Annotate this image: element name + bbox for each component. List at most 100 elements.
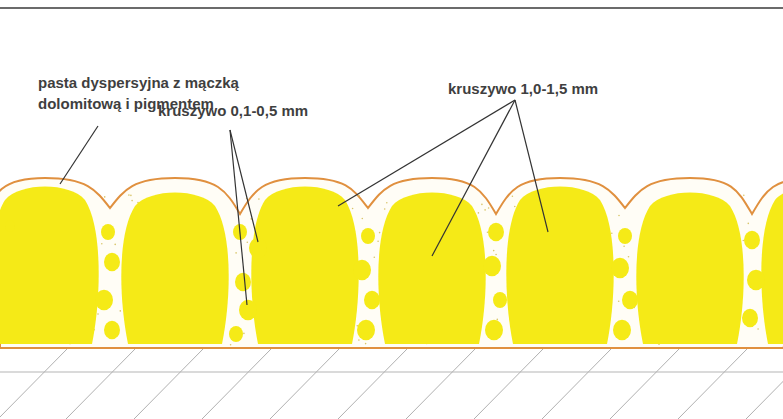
fine-aggregate-grain [488, 223, 504, 241]
filler-dot [512, 195, 514, 197]
filler-dot [497, 319, 499, 321]
coarse-aggregate-grain [121, 193, 228, 345]
fine-aggregate-grain [235, 273, 251, 291]
fine-aggregate-grain [104, 321, 120, 339]
fine-aggregate-grain [742, 309, 758, 327]
hatch-line [0, 348, 68, 419]
filler-dot [481, 204, 483, 206]
hatch-line [610, 348, 680, 419]
leader-line [338, 100, 515, 206]
filler-dot [358, 339, 360, 341]
filler-dot [114, 244, 116, 246]
hatch-line [406, 348, 476, 419]
leader-lines [60, 100, 548, 305]
leader-line [432, 100, 515, 256]
fine-aggregate-grain [357, 320, 375, 341]
hatch-line [66, 348, 136, 419]
filler-dot [379, 232, 381, 234]
filler-dot [618, 215, 620, 217]
fine-aggregate-grain [747, 270, 765, 291]
filler-dot [358, 195, 360, 197]
coarse-aggregate-grain [0, 187, 99, 345]
dispersion-paste-layer [0, 178, 783, 348]
filler-dot [618, 300, 620, 302]
fine-aggregate-grain [611, 258, 629, 279]
filler-dot [748, 223, 750, 225]
coarse-aggregate-grain [506, 187, 613, 345]
filler-dot [365, 343, 367, 345]
filler-dot [247, 241, 249, 243]
filler-dot [488, 207, 490, 209]
filler-dot [478, 212, 480, 214]
top-rule [0, 7, 783, 9]
filler-dot [101, 243, 103, 245]
filler-dot [514, 206, 516, 208]
hatch-line [202, 348, 272, 419]
filler-dot [484, 209, 486, 211]
filler-dot [628, 256, 630, 258]
filler-dot [493, 250, 495, 252]
hatch-line [746, 348, 783, 419]
substrate-base [0, 348, 783, 419]
filler-dot [230, 344, 232, 346]
hatch-line [270, 348, 340, 419]
filler-dot [495, 254, 497, 256]
leader-line [230, 130, 258, 242]
leader-line [515, 100, 548, 232]
fine-aggregate-grain [613, 320, 631, 341]
fine-aggregate-grain [493, 292, 507, 308]
leader-line [230, 130, 247, 305]
callout-label: kruszywo 1,0-1,5 mm [448, 78, 648, 99]
coarse-aggregate-grain [636, 193, 743, 345]
filler-dot [130, 195, 132, 197]
filler-dot [623, 245, 625, 247]
coarse-aggregate-grain [251, 187, 358, 345]
filler-dot [128, 194, 130, 196]
filler-dot [743, 240, 745, 242]
filler-dot [374, 256, 376, 258]
fine-aggregate-grain [5, 220, 15, 232]
fine-aggregate-grain [622, 291, 638, 309]
filler-dot [352, 208, 354, 210]
filler-dot [235, 252, 237, 254]
fine-aggregate-grain [104, 253, 120, 271]
filler-dot [362, 218, 364, 220]
substrate-hatching [0, 348, 783, 419]
hatch-line [338, 348, 408, 419]
coarse-aggregate-grain [761, 187, 783, 345]
fine-aggregate-grain [95, 290, 113, 311]
fine-aggregate-grain [618, 228, 632, 244]
filler-dot [611, 233, 613, 235]
hatch-line [542, 348, 612, 419]
fine-aggregate-grain [483, 256, 501, 277]
fine-aggregate-grain [744, 231, 760, 249]
fine-aggregate-grain [361, 228, 375, 244]
aggregate-grains [0, 187, 783, 345]
filler-dot [131, 200, 133, 202]
hatch-line [474, 348, 544, 419]
fine-aggregate-grain [239, 300, 257, 321]
fine-aggregate-grain [229, 326, 243, 342]
callout-label: kruszywo 0,1-0,5 mm [158, 100, 358, 121]
filler-dot [120, 310, 122, 312]
coarse-aggregate-grain [378, 193, 485, 345]
filler-dot [377, 241, 379, 243]
filler-dot [104, 196, 106, 198]
fine-aggregate-grain [485, 320, 503, 341]
filler-dot [258, 198, 260, 200]
filler-dot [743, 195, 745, 197]
filler-dot [384, 208, 386, 210]
filler-dot [386, 202, 388, 204]
leader-line [60, 126, 98, 184]
filler-dot [97, 313, 99, 315]
filler-dot [243, 333, 245, 335]
fine-aggregate-grain [364, 291, 380, 309]
filler-dot [757, 328, 759, 330]
hatch-line [134, 348, 204, 419]
substrate-line [0, 372, 783, 373]
hatch-line [678, 348, 748, 419]
fine-aggregate-grain [353, 260, 371, 281]
fine-aggregate-grain [101, 224, 115, 240]
